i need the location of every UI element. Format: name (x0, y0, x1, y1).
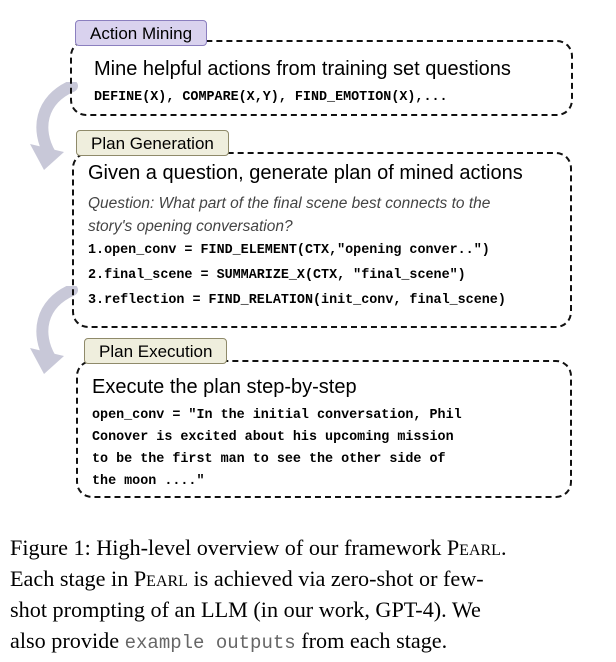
caption-part-5: shot prompting of an LLM (in our work, G… (10, 597, 481, 622)
stage-2-code-line-2: 2.final_scene = SUMMARIZE_X(CTX, "final_… (88, 268, 466, 283)
caption-part-2: . (500, 535, 507, 560)
stage-2-code-line-3: 3.reflection = FIND_RELATION(init_conv, … (88, 293, 506, 308)
caption-part-3: Each stage in (10, 566, 134, 591)
stage-plan-generation-box: Given a question, generate plan of mined… (72, 152, 572, 328)
stage-action-mining-box: Mine helpful actions from training set q… (70, 40, 573, 116)
stage-plan-execution-box: Execute the plan step-by-step open_conv … (76, 360, 572, 498)
caption-part-6: also provide (10, 628, 125, 653)
tab-plan-execution: Plan Execution (84, 338, 228, 364)
figure-caption: Figure 1: High-level overview of our fra… (10, 532, 610, 659)
stage-3-code-line-2: Conover is excited about his upcoming mi… (92, 430, 454, 445)
caption-part-4: is achieved via zero-shot or few- (187, 566, 484, 591)
stage-2-question-line-1: Question: What part of the final scene b… (88, 195, 491, 212)
stage-3-code-line-3: to be the first man to see the other sid… (92, 452, 446, 467)
flow-arrow-2 (30, 286, 78, 374)
stage-3-code-line-4: the moon ...." (92, 474, 205, 489)
caption-part-1: Figure 1: High-level overview of our fra… (10, 535, 447, 560)
tab-action-mining: Action Mining (75, 20, 208, 46)
stage-3-code-line-1: open_conv = "In the initial conversation… (92, 408, 462, 423)
stage-2-question-line-2: story's opening conversation? (88, 218, 293, 235)
caption-part-7: from each stage. (295, 628, 448, 653)
flow-arrow-1 (30, 82, 78, 170)
stage-1-code-line: DEFINE(X), COMPARE(X,Y), FIND_EMOTION(X)… (94, 90, 448, 105)
stage-2-heading: Given a question, generate plan of mined… (88, 162, 523, 184)
stage-3-heading: Execute the plan step-by-step (92, 376, 357, 398)
framework-name: Pearl (446, 535, 501, 560)
stage-2-code-line-1: 1.open_conv = FIND_ELEMENT(CTX,"opening … (88, 243, 490, 258)
tab-plan-generation: Plan Generation (76, 130, 229, 156)
caption-code-example-outputs: example outputs (124, 632, 296, 654)
framework-name-2: Pearl (133, 566, 188, 591)
stage-1-heading: Mine helpful actions from training set q… (94, 58, 511, 80)
